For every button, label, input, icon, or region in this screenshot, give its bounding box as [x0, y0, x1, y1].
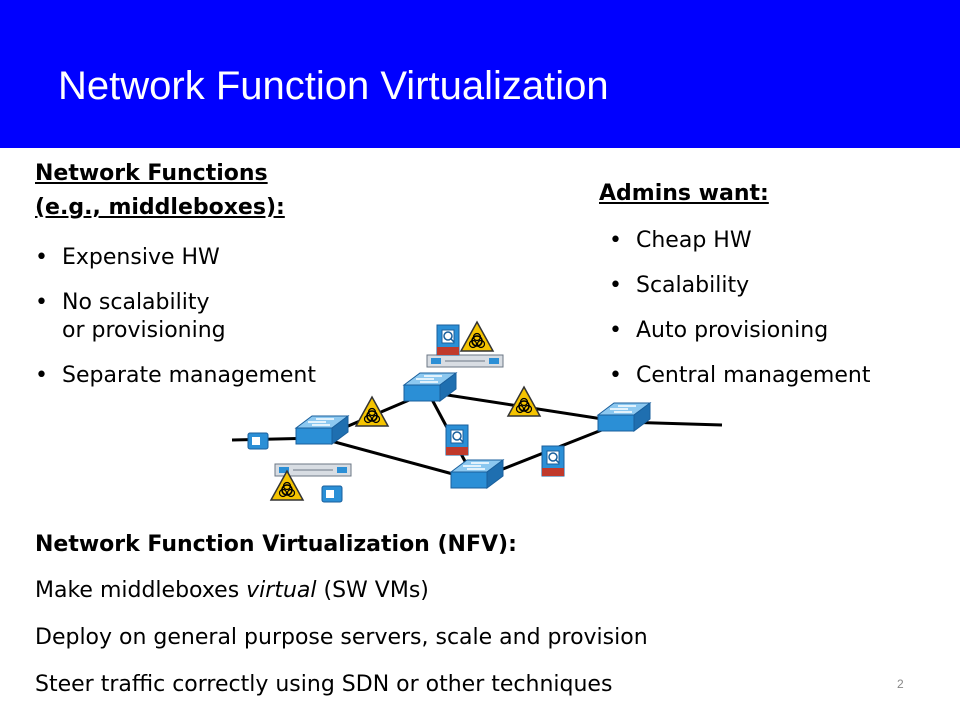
left-heading-line1: Network Functions: [35, 161, 268, 186]
server-rack-icon: [426, 354, 504, 368]
left-bullet-2-continuation: or provisioning: [62, 318, 226, 343]
firewall-inspection-icon: [541, 445, 565, 477]
right-bullet-1: Cheap HW: [609, 227, 870, 255]
network-switch-icon: [597, 402, 651, 432]
biohazard-icon: [507, 386, 541, 417]
left-heading-line2: (e.g., middleboxes):: [35, 195, 285, 220]
nfv-heading: Network Function Virtualization (NFV):: [35, 532, 517, 557]
network-diagram: [231, 321, 723, 503]
right-heading: Admins want:: [599, 181, 769, 206]
slide-title: Network Function Virtualization: [58, 64, 609, 108]
network-switch-icon: [450, 459, 504, 489]
left-bullet-1: Expensive HW: [35, 244, 316, 272]
nfv-line-1: Make middleboxes virtual (SW VMs): [35, 578, 429, 603]
right-bullet-3: Auto provisioning: [609, 317, 870, 345]
nfv-line-1-prefix: Make middleboxes: [35, 578, 247, 603]
title-bar: Network Function Virtualization: [0, 0, 960, 148]
nfv-line-1-emphasis: virtual: [246, 578, 317, 603]
cloud-terminal-icon: [321, 485, 343, 503]
page-number: 2: [897, 677, 904, 691]
left-bullet-2: No scalability: [35, 289, 316, 317]
right-bullet-2: Scalability: [609, 272, 870, 300]
left-bullet-list: Expensive HW No scalability or provision…: [35, 244, 316, 407]
right-bullet-list: Cheap HW Scalability Auto provisioning C…: [609, 227, 870, 407]
biohazard-icon: [460, 321, 494, 352]
network-switch-icon: [403, 372, 457, 402]
firewall-inspection-icon: [445, 424, 469, 456]
nfv-line-2: Deploy on general purpose servers, scale…: [35, 625, 648, 650]
left-bullet-3: Separate management: [35, 362, 316, 390]
nfv-line-3: Steer traffic correctly using SDN or oth…: [35, 672, 613, 697]
nfv-line-1-suffix: (SW VMs): [316, 578, 429, 603]
network-switch-icon: [295, 415, 349, 445]
left-heading: Network Functions (e.g., middleboxes):: [35, 157, 285, 225]
right-bullet-4: Central management: [609, 362, 870, 390]
firewall-inspection-icon: [436, 324, 460, 356]
cloud-terminal-icon: [247, 432, 269, 450]
